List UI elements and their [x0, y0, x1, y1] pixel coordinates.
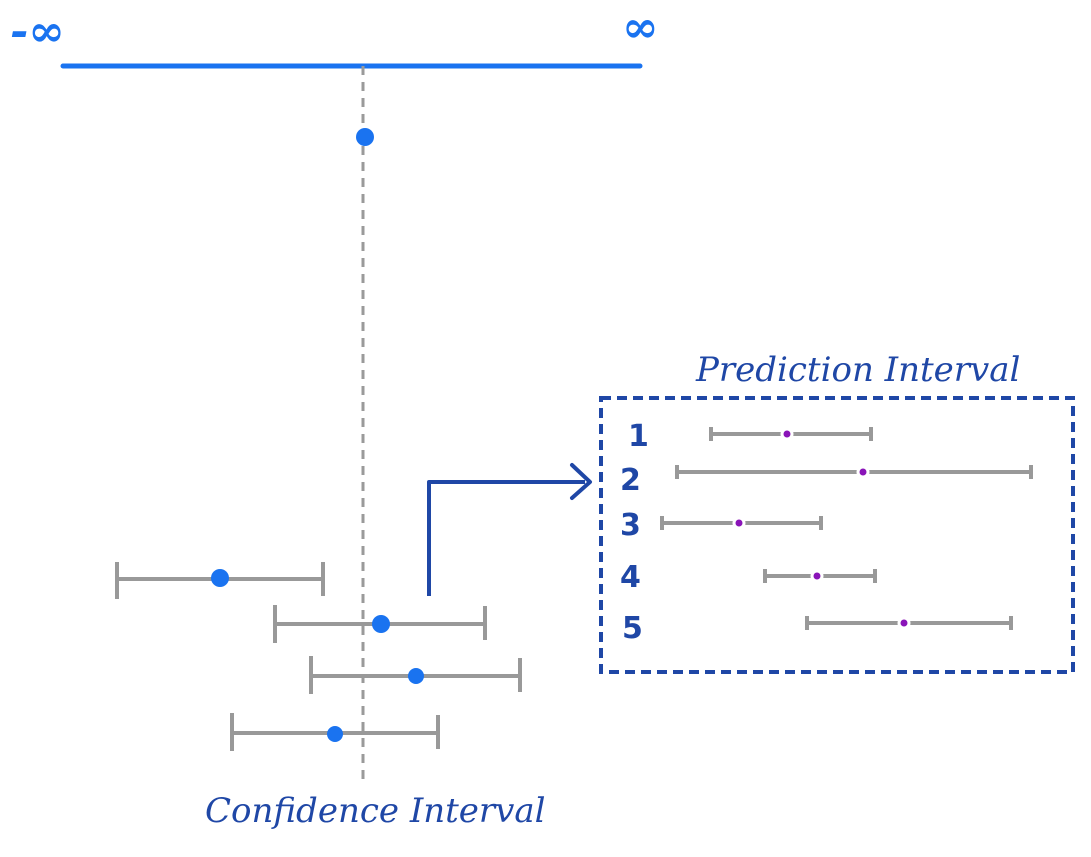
prediction-interval-box: [599, 396, 1075, 674]
prediction-row-1: 1: [628, 419, 873, 454]
arrow-head: [570, 463, 592, 500]
interval-estimate-point: [408, 668, 424, 684]
interval-estimate-point: [856, 465, 870, 479]
interval-estimate-point: [372, 615, 390, 633]
interval-estimate-point: [327, 726, 343, 742]
interval-estimate-point: [211, 569, 229, 587]
true-parameter-point: [356, 128, 374, 146]
confidence-intervals: [115, 562, 522, 751]
prediction-row-index: 4: [620, 560, 641, 595]
confidence-interval-1: [115, 562, 325, 599]
prediction-row-index: 5: [622, 611, 643, 646]
negative-infinity-label: -∞: [10, 6, 65, 57]
confidence-interval-label: Confidence Interval: [205, 791, 546, 831]
confidence-interval-3: [309, 656, 522, 694]
interval-estimate-point: [810, 569, 824, 583]
arrow-line: [427, 480, 585, 596]
prediction-interval-title: Prediction Interval: [695, 350, 1020, 390]
number-line: -∞ ∞: [10, 2, 659, 69]
prediction-row-index: 3: [620, 508, 641, 543]
prediction-row-4: 4: [620, 560, 877, 595]
positive-infinity-label: ∞: [622, 2, 659, 53]
interval-estimate-point: [732, 516, 746, 530]
prediction-intervals: 1 2 3 4 5: [620, 419, 1033, 646]
prediction-row-2: 2: [620, 463, 1033, 498]
connector-arrow: [427, 463, 592, 596]
interval-estimate-point: [897, 616, 911, 630]
prediction-row-3: 3: [620, 508, 823, 543]
interval-estimate-point: [780, 427, 794, 441]
confidence-interval-4: [230, 713, 440, 751]
prediction-row-index: 2: [620, 463, 641, 498]
confidence-interval-2: [273, 605, 487, 643]
prediction-row-5: 5: [622, 611, 1013, 646]
prediction-row-index: 1: [628, 419, 649, 454]
